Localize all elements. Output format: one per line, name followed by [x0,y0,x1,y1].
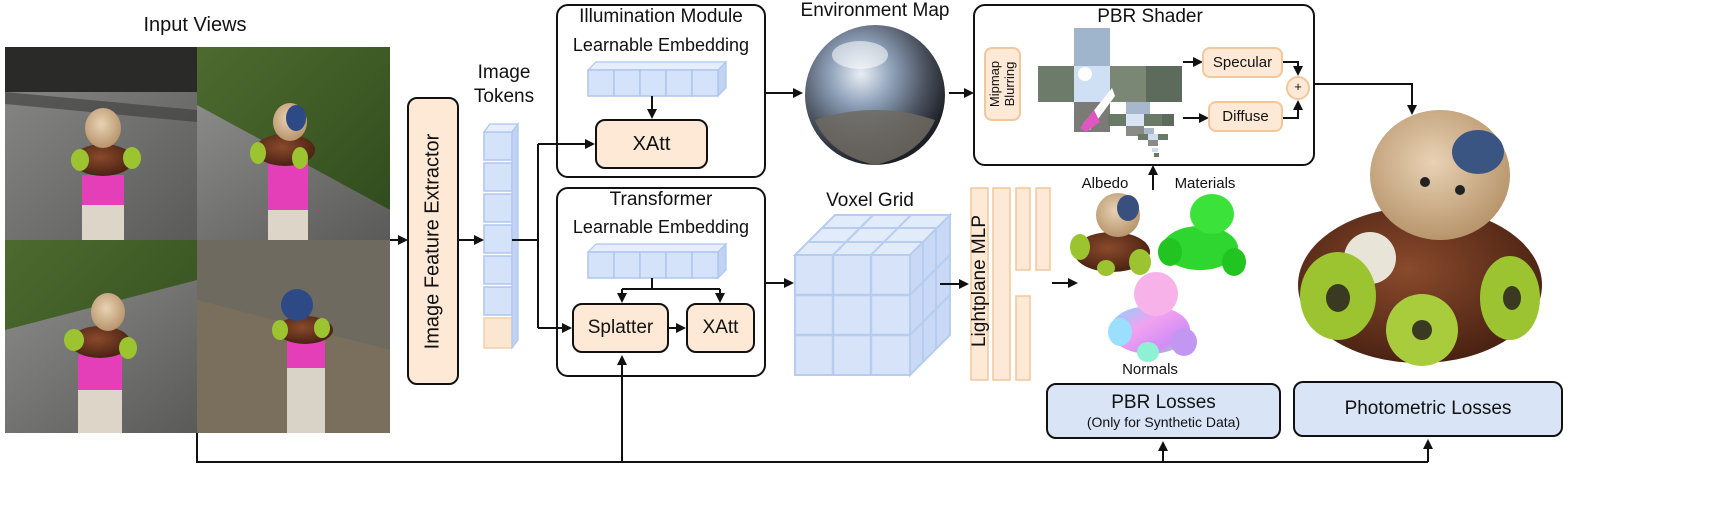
pbr-shader-panel [973,4,1315,166]
voxel-grid-cube [792,212,953,378]
mipmap-blurring-box: Mipmap Blurring [984,47,1021,121]
illumination-xatt-label: XAtt [632,132,671,155]
illumination-xatt-box: XAtt [595,119,708,169]
toy-figure-view-3 [64,293,137,359]
transformer-xatt-box: XAtt [686,303,755,353]
environment-map-sphere [805,25,945,165]
image-tokens-label-line1: Image [477,62,531,83]
illumination-embedding-blocks [586,60,728,98]
input-view-1 [5,47,197,240]
input-views-grid [5,47,390,433]
pbr-losses-box: PBR Losses (Only for Synthetic Data) [1046,383,1281,439]
toy-figure-view-1 [71,108,141,176]
image-tokens-stack [482,122,520,350]
photometric-losses-title: Photometric Losses [1344,398,1512,419]
image-tokens-label-line2: Tokens [473,86,535,107]
splatter-label: Splatter [587,317,654,338]
diffuse-box: Diffuse [1208,101,1283,132]
materials-render [1158,194,1246,276]
toy-figure-view-4 [272,289,333,344]
lightplane-mlp-label: Lightplane MLP [969,214,990,348]
normals-label: Normals [1122,361,1178,378]
splatter-box: Splatter [572,303,669,353]
image-feature-extractor-label: Image Feature Extractor [421,133,444,349]
normals-render [1108,272,1197,362]
transformer-xatt-label: XAtt [702,317,739,338]
transformer-title: Transformer [609,189,713,210]
photometric-losses-box: Photometric Losses [1293,381,1563,437]
diffuse-label: Diffuse [1222,108,1269,125]
albedo-render [1070,193,1151,276]
illumination-embedding-label: Learnable Embedding [572,35,750,55]
sum-node [1286,76,1310,100]
albedo-label: Albedo [1081,175,1129,192]
input-views-title: Input Views [143,14,247,36]
input-view-4 [197,240,390,433]
illumination-module-title: Illumination Module [579,6,743,27]
image-feature-extractor-box: Image Feature Extractor [407,97,459,385]
specular-label: Specular [1212,54,1273,71]
token-cells [482,122,520,350]
transformer-embedding-blocks [586,242,728,280]
toy-figure-view-2 [250,103,315,169]
final-render [1298,110,1542,366]
materials-label: Materials [1174,175,1236,192]
transformer-panel [556,187,766,377]
input-view-2 [197,47,390,240]
environment-map-title: Environment Map [800,0,950,21]
transformer-embedding-label: Learnable Embedding [572,217,750,237]
voxel-grid-title: Voxel Grid [826,190,914,211]
sum-label: + [1294,79,1302,94]
pbr-shader-title: PBR Shader [1097,6,1203,27]
cubemap-pyramid [1038,28,1182,157]
pbr-losses-title: PBR Losses [1111,392,1216,413]
mipmap-label: Mipmap [987,60,1003,108]
pbr-losses-note: (Only for Synthetic Data) [1086,414,1241,430]
specular-box: Specular [1202,47,1283,78]
arrows [196,57,1433,463]
blurring-label: Blurring [1002,61,1018,107]
lightplane-mlp-bars [970,187,1051,381]
illumination-module-panel [556,4,766,178]
